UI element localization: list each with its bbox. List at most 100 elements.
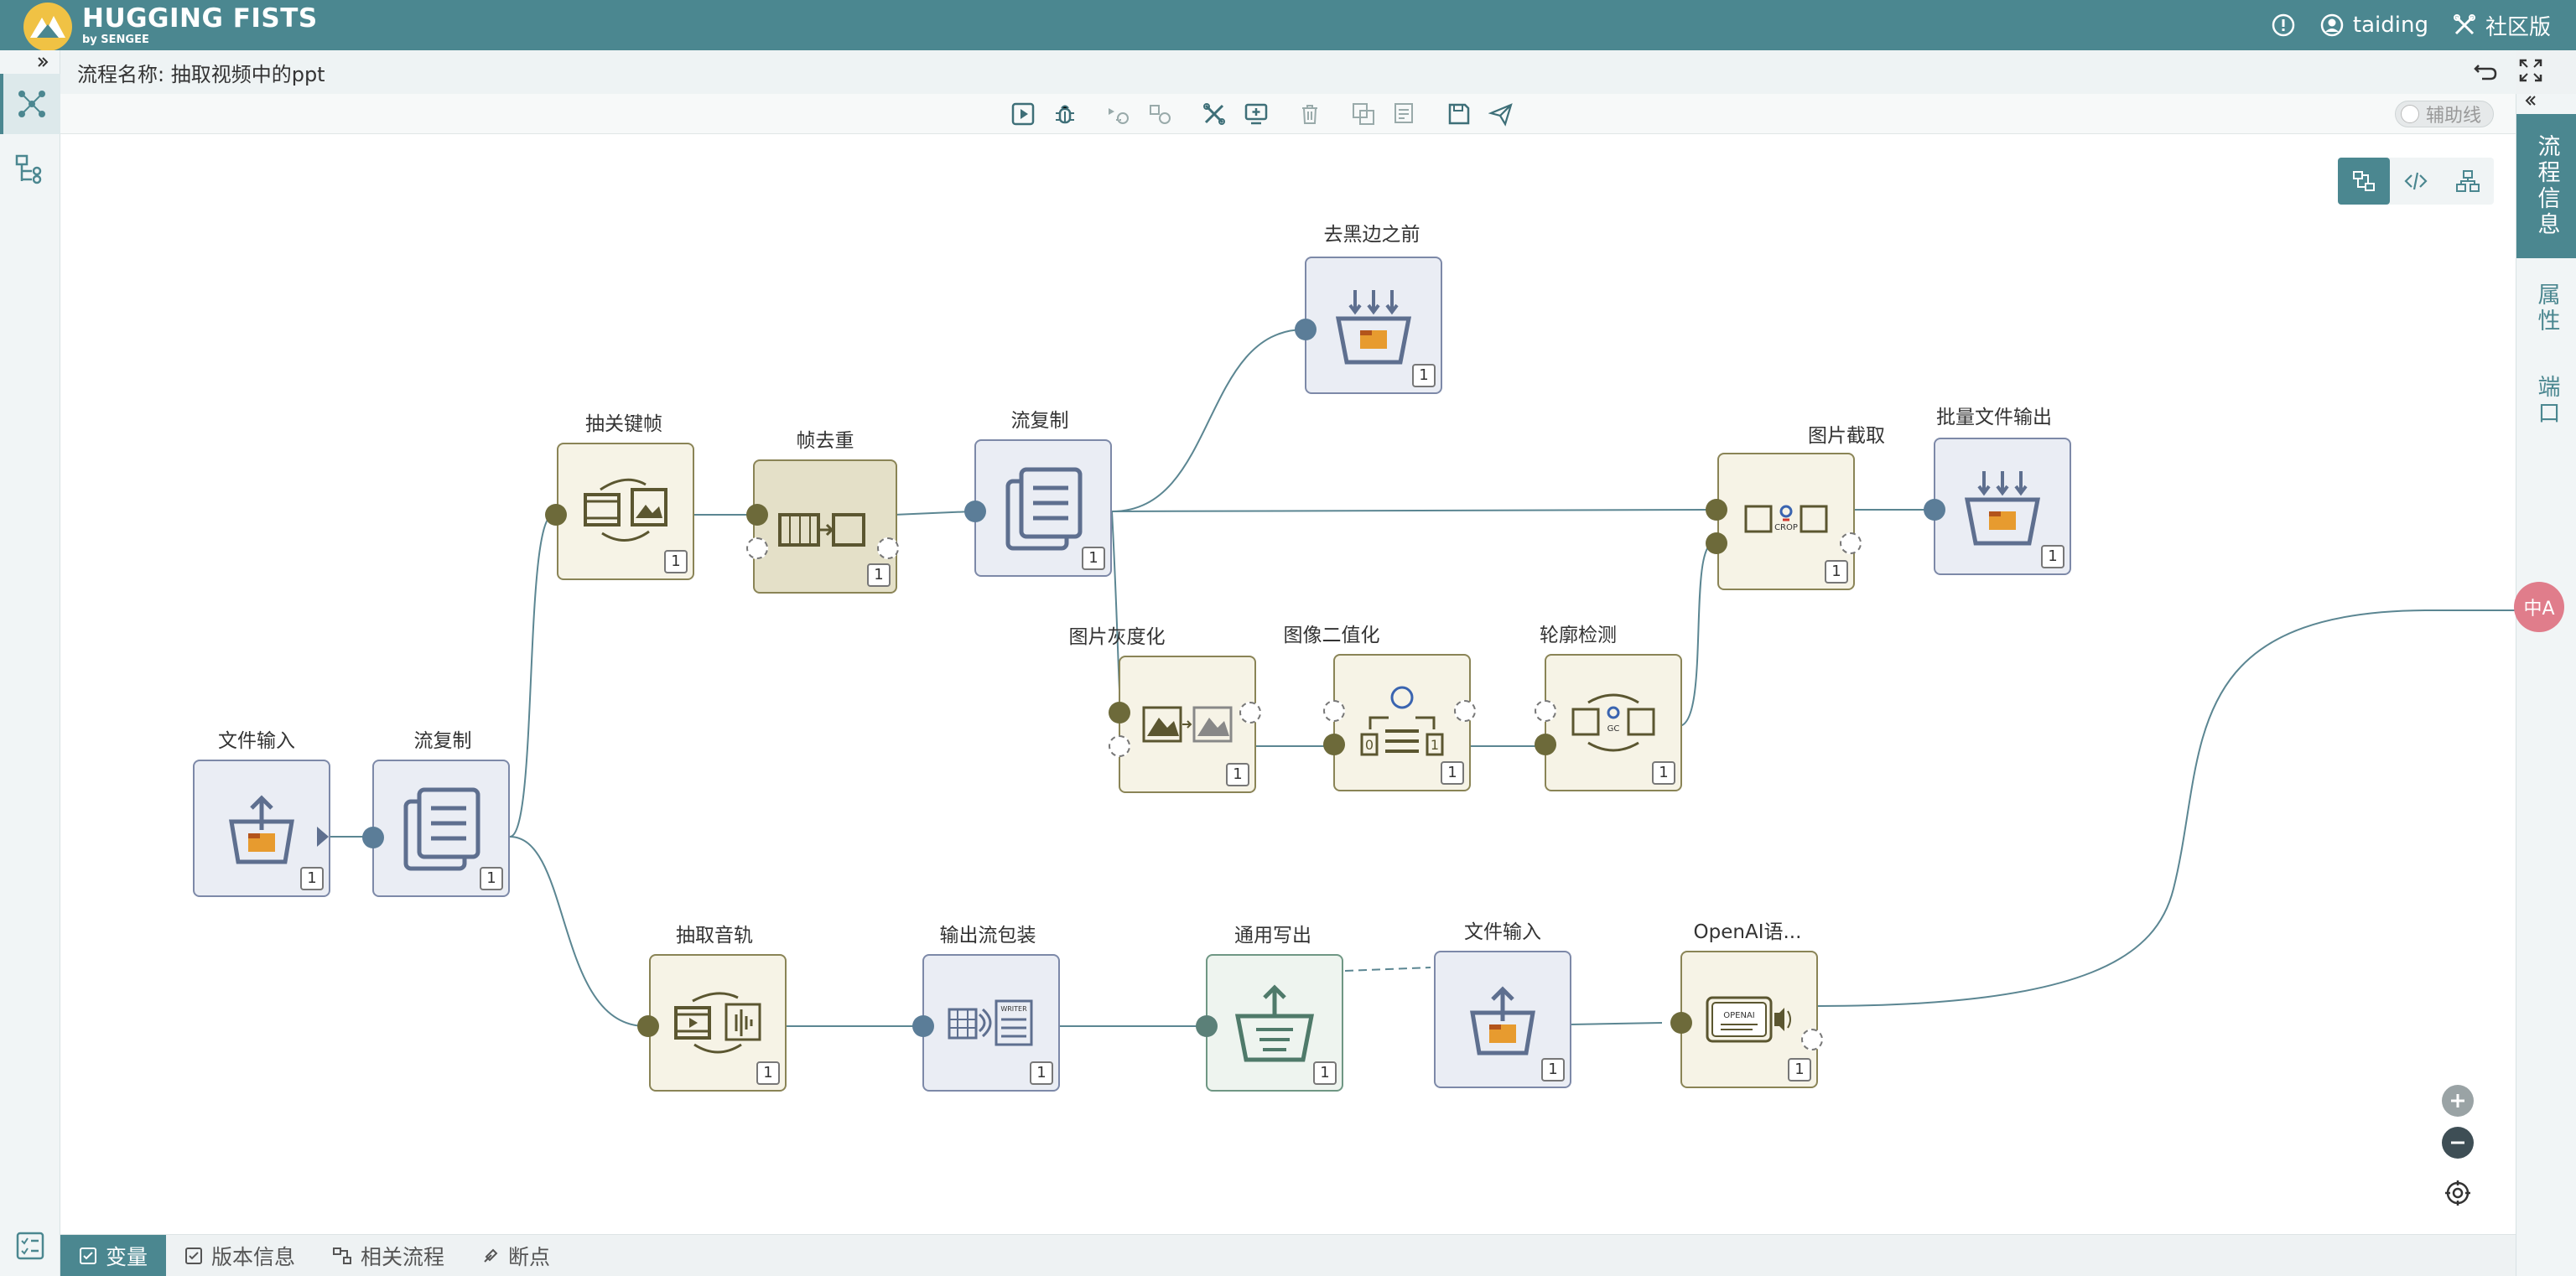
input-port[interactable] xyxy=(1295,319,1317,340)
save-button[interactable] xyxy=(1444,99,1474,129)
node-count: 1 xyxy=(300,867,324,890)
tab-breakpoints[interactable]: 断点 xyxy=(463,1235,569,1276)
input-port[interactable] xyxy=(964,501,986,522)
tab-properties[interactable]: 属性 xyxy=(2533,283,2560,335)
input-port[interactable] xyxy=(1196,1015,1218,1037)
optional-port[interactable] xyxy=(1239,702,1261,724)
info-button[interactable] xyxy=(2271,13,2296,38)
collapse-icon[interactable] xyxy=(2525,94,2537,110)
node-generic-writer[interactable]: 1 xyxy=(1206,954,1343,1092)
tab-version-info[interactable]: 版本信息 xyxy=(166,1235,314,1276)
input-port[interactable] xyxy=(1924,499,1945,521)
optional-port[interactable] xyxy=(1454,700,1476,722)
svg-text:1: 1 xyxy=(1431,737,1439,753)
flow-link-icon xyxy=(333,1247,352,1264)
node-batch-file-output[interactable]: 1 xyxy=(1934,438,2071,575)
tab-flow-info[interactable]: 流程信息 xyxy=(2516,114,2576,258)
node-file-input-2[interactable]: 1 xyxy=(1434,951,1571,1088)
debug-button[interactable] xyxy=(1050,99,1080,129)
node-output-stream-wrap[interactable]: WRITER 1 xyxy=(922,954,1060,1092)
tab-ports[interactable]: 端口 xyxy=(2533,375,2560,427)
tab-variables[interactable]: 变量 xyxy=(60,1235,167,1276)
step-over-button[interactable] xyxy=(1104,99,1134,129)
node-label: 图片灰度化 xyxy=(1068,626,1166,648)
node-contour-detection[interactable]: GC 1 xyxy=(1545,654,1682,791)
optional-port[interactable] xyxy=(746,537,768,559)
optional-port[interactable] xyxy=(877,537,899,559)
flow-structure-button[interactable] xyxy=(0,139,60,200)
canvas-toolbar: 辅助线 xyxy=(60,94,2516,134)
optional-port[interactable] xyxy=(1109,735,1130,757)
node-extract-keyframes[interactable]: 1 xyxy=(557,443,694,580)
fullscreen-icon[interactable] xyxy=(2517,57,2544,84)
aux-line-toggle[interactable]: 辅助线 xyxy=(2394,101,2494,127)
undo-icon[interactable] xyxy=(2472,57,2499,84)
user-menu[interactable]: taiding xyxy=(2319,13,2428,38)
logo[interactable]: HUGGING FISTS by SENGEE xyxy=(22,0,318,53)
openai-speech-icon: OPENAI xyxy=(1706,996,1791,1043)
node-frame-dedup[interactable]: 1 xyxy=(753,459,897,594)
node-extract-audio[interactable]: 1 xyxy=(649,954,787,1092)
translate-label: 中A xyxy=(2523,599,2555,620)
copy-button[interactable] xyxy=(1348,99,1379,129)
output-port[interactable] xyxy=(317,827,330,847)
input-port[interactable] xyxy=(1706,499,1727,521)
node-file-input[interactable]: 1 xyxy=(193,760,330,897)
optional-port[interactable] xyxy=(1323,700,1345,722)
settings-button[interactable] xyxy=(1199,99,1229,129)
input-port[interactable] xyxy=(362,827,384,848)
input-port[interactable] xyxy=(1535,734,1556,755)
delete-button[interactable] xyxy=(1295,99,1325,129)
view-code-button[interactable] xyxy=(2390,158,2442,205)
zoom-out-button[interactable] xyxy=(2442,1127,2474,1159)
node-image-crop[interactable]: CROP 1 xyxy=(1717,453,1855,590)
target-icon xyxy=(2445,1180,2470,1206)
input-port[interactable] xyxy=(545,504,567,526)
edge-n15-n16 xyxy=(1569,1022,1663,1025)
node-stream-copy-2[interactable]: 1 xyxy=(974,439,1112,577)
right-panel: 流程信息 属性 端口 xyxy=(2516,94,2576,1276)
input-port[interactable] xyxy=(912,1015,934,1037)
optional-port[interactable] xyxy=(1801,1029,1823,1050)
input-port[interactable] xyxy=(1706,532,1727,554)
zoom-in-button[interactable] xyxy=(2442,1085,2474,1117)
tools-icon xyxy=(2453,14,2475,35)
view-tree-button[interactable] xyxy=(2442,158,2494,205)
view-flow-button[interactable] xyxy=(2338,158,2390,205)
flow-editor-button[interactable] xyxy=(0,74,60,134)
bottom-bar: 变量 版本信息 相关流程 断点 xyxy=(60,1234,2516,1276)
optional-port[interactable] xyxy=(1840,532,1862,554)
input-port[interactable] xyxy=(1323,734,1345,755)
flow-canvas[interactable]: 文件输入 1 流复制 1 抽关键帧 1 帧去重 1 流复制 xyxy=(60,134,2516,1234)
task-list-button[interactable] xyxy=(0,1216,60,1276)
checkbox-icon xyxy=(185,1247,203,1264)
edition-menu[interactable]: 社区版 xyxy=(2452,10,2551,41)
paste-button[interactable] xyxy=(1390,99,1420,129)
node-label: 文件输入 xyxy=(218,730,295,752)
svg-text:WRITER: WRITER xyxy=(1000,1005,1027,1013)
checklist-icon xyxy=(16,1232,44,1260)
node-label: 帧去重 xyxy=(796,430,854,452)
node-openai-speech[interactable]: OPENAI 1 xyxy=(1680,951,1818,1088)
input-port[interactable] xyxy=(1109,702,1130,724)
hierarchy-icon xyxy=(2456,170,2480,192)
node-stream-copy-1[interactable]: 1 xyxy=(372,760,510,897)
tab-related-flows[interactable]: 相关流程 xyxy=(314,1235,463,1276)
optional-port[interactable] xyxy=(1535,700,1556,722)
node-grayscale[interactable]: 1 xyxy=(1119,656,1256,793)
expand-icon[interactable] xyxy=(37,55,49,71)
writer-basket-icon xyxy=(1234,984,1315,1062)
input-port[interactable] xyxy=(746,504,768,526)
publish-button[interactable] xyxy=(1486,99,1516,129)
input-port[interactable] xyxy=(1670,1012,1692,1034)
input-port[interactable] xyxy=(637,1015,659,1037)
batch-output-icon xyxy=(1335,290,1412,365)
fit-view-button[interactable] xyxy=(2442,1177,2474,1209)
translate-button[interactable]: 中A xyxy=(2514,582,2564,632)
add-node-button[interactable] xyxy=(1241,99,1271,129)
step-into-button[interactable] xyxy=(1145,99,1176,129)
run-button[interactable] xyxy=(1008,99,1038,129)
node-before-trim[interactable]: 1 xyxy=(1305,257,1442,394)
